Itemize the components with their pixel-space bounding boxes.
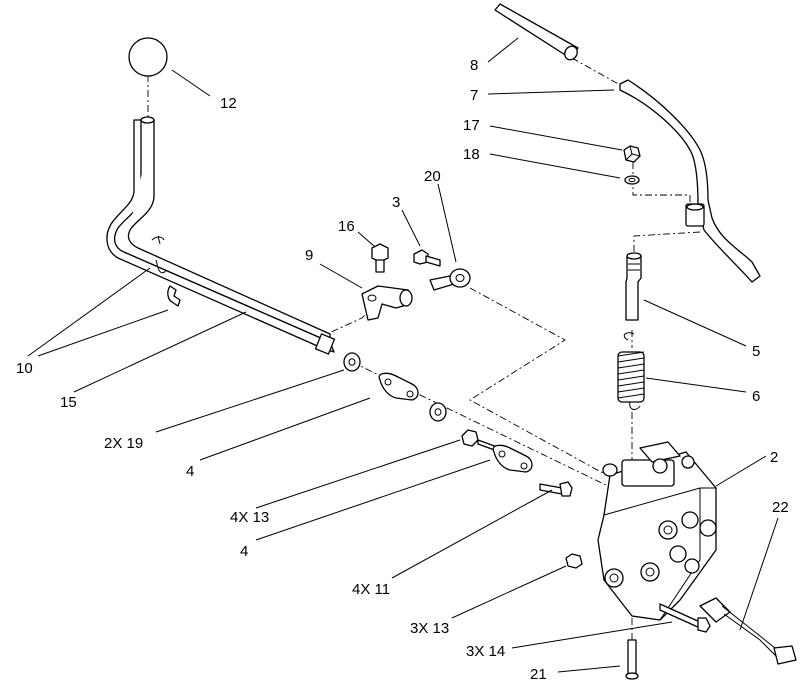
callout-3x14: 3X 14 (466, 643, 505, 660)
callout-4b: 4 (240, 543, 248, 560)
plate-part-4b (492, 444, 533, 473)
callout-5: 5 (752, 343, 760, 360)
washer-part-19b (429, 402, 447, 422)
spring-part-6 (617, 332, 645, 410)
callout-10: 10 (16, 360, 33, 377)
callout-labels: 12 8 7 17 18 20 3 16 9 10 15 5 6 2X 19 4… (16, 57, 789, 683)
callout-4a: 4 (186, 463, 194, 480)
callout-8: 8 (470, 57, 478, 74)
bolt-part-21 (625, 639, 639, 680)
grip-part-8 (494, 3, 579, 61)
bolt-part-14 (659, 603, 711, 633)
bracket-part-9 (361, 285, 413, 321)
clip-part-10 (155, 259, 181, 307)
leader-lines (27, 37, 779, 673)
nut-part-17 (623, 145, 641, 163)
bolt-part-16 (371, 243, 389, 273)
callout-9: 9 (305, 247, 313, 264)
switch-part-22 (699, 597, 797, 665)
callout-4x11: 4X 11 (352, 581, 390, 598)
callout-2: 2 (770, 449, 778, 466)
control-rod-part-7 (619, 79, 761, 283)
callout-18: 18 (463, 146, 480, 163)
stud-part-5 (625, 252, 642, 321)
knob-part-12 (128, 37, 168, 77)
control-valve-part-2 (597, 441, 717, 621)
callout-20: 20 (424, 168, 441, 185)
callout-4x13: 4X 13 (230, 509, 269, 526)
washer-part-18 (624, 175, 640, 185)
callout-17: 17 (463, 117, 480, 134)
nut-part-3x13 (565, 553, 583, 569)
bolt-part-11 (539, 481, 573, 497)
lever-part-15 (106, 116, 336, 355)
callout-2x19: 2X 19 (104, 435, 143, 452)
callout-12: 12 (220, 95, 237, 112)
bolt-part-3 (413, 249, 441, 267)
callout-22: 22 (772, 499, 789, 516)
callout-21: 21 (530, 666, 547, 683)
callout-6: 6 (752, 388, 760, 405)
callout-3x13: 3X 13 (410, 620, 449, 637)
callout-15: 15 (60, 394, 77, 411)
washer-part-19a (343, 352, 361, 372)
rod-end-part-20 (429, 268, 471, 291)
callout-7: 7 (470, 87, 478, 104)
callout-3: 3 (392, 194, 400, 211)
plate-part-4a (378, 372, 419, 401)
callout-16: 16 (338, 218, 355, 235)
